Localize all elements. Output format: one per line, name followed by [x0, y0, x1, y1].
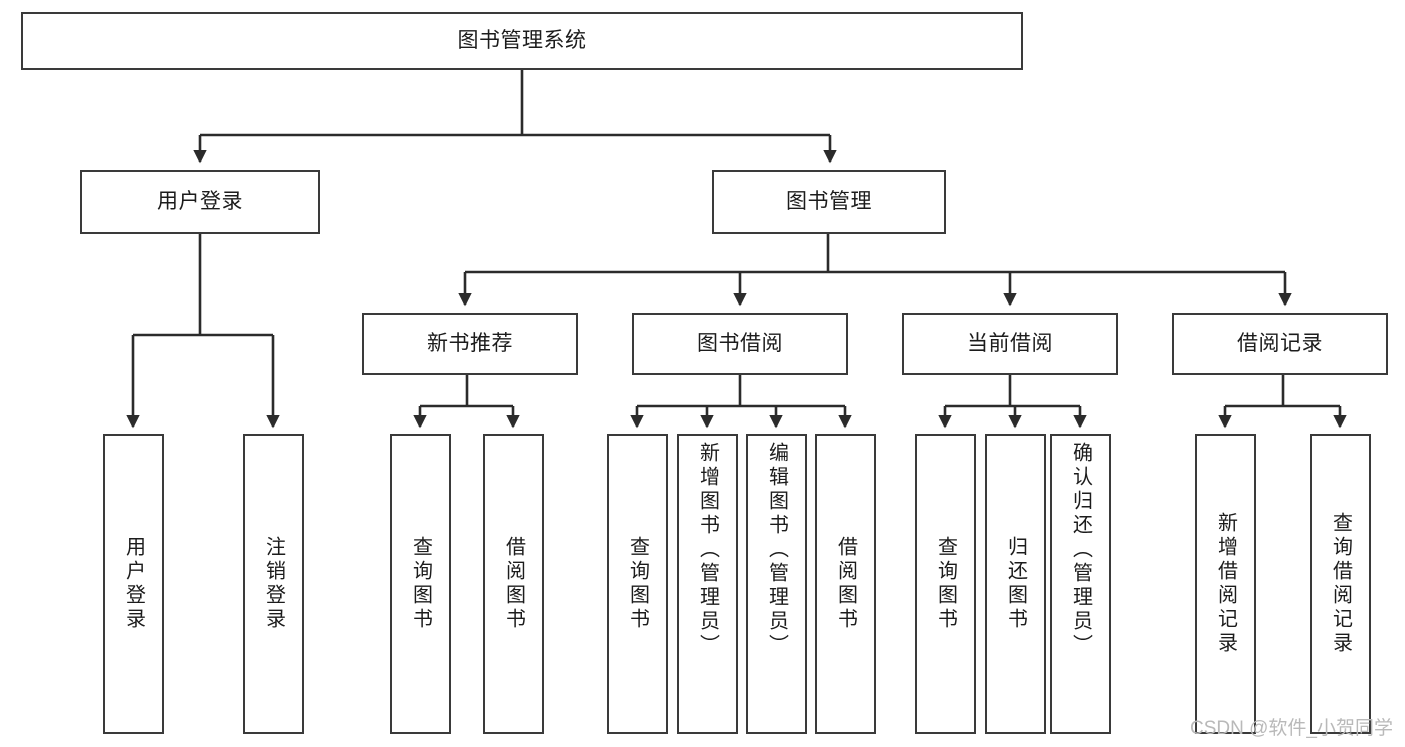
node-label: 查询图书 [626, 536, 649, 632]
node-book-management[interactable]: 图书管理 [712, 170, 946, 234]
node-label: 图书管理系统 [457, 28, 587, 52]
node-label: 查询借阅记录 [1329, 512, 1352, 656]
node-book-borrow[interactable]: 图书借阅 [632, 313, 848, 375]
leaf-current-borrow-query[interactable]: 查询图书 [915, 434, 976, 734]
leaf-user-login-login[interactable]: 用户登录 [103, 434, 164, 734]
node-label: 新书推荐 [427, 331, 513, 355]
node-new-book-recommend[interactable]: 新书推荐 [362, 313, 578, 375]
node-label: 编辑图书（管理员） [765, 442, 788, 658]
leaf-user-login-logout[interactable]: 注销登录 [243, 434, 304, 734]
leaf-borrow-record-query[interactable]: 查询借阅记录 [1310, 434, 1371, 734]
node-current-borrow[interactable]: 当前借阅 [902, 313, 1118, 375]
node-root-system[interactable]: 图书管理系统 [21, 12, 1023, 70]
node-label: 新增图书（管理员） [696, 442, 719, 658]
leaf-borrow-record-add[interactable]: 新增借阅记录 [1195, 434, 1256, 734]
leaf-new-book-query[interactable]: 查询图书 [390, 434, 451, 734]
leaf-book-borrow-borrow[interactable]: 借阅图书 [815, 434, 876, 734]
node-label: 用户登录 [157, 189, 243, 213]
node-label: 当前借阅 [967, 331, 1053, 355]
node-label: 图书借阅 [697, 331, 783, 355]
node-label: 确认归还（管理员） [1069, 442, 1092, 658]
node-borrow-record[interactable]: 借阅记录 [1172, 313, 1388, 375]
node-user-login[interactable]: 用户登录 [80, 170, 320, 234]
node-label: 归还图书 [1004, 536, 1027, 632]
leaf-book-borrow-query[interactable]: 查询图书 [607, 434, 668, 734]
node-label: 查询图书 [409, 536, 432, 632]
node-label: 新增借阅记录 [1214, 512, 1237, 656]
node-label: 图书管理 [786, 189, 872, 213]
node-label: 查询图书 [934, 536, 957, 632]
node-label: 用户登录 [122, 536, 145, 632]
leaf-new-book-borrow[interactable]: 借阅图书 [483, 434, 544, 734]
node-label: 借阅图书 [834, 536, 857, 632]
csdn-watermark: CSDN @软件_小贺同学 [1190, 718, 1393, 739]
leaf-current-borrow-return[interactable]: 归还图书 [985, 434, 1046, 734]
node-label: 借阅图书 [502, 536, 525, 632]
leaf-current-borrow-confirm-return[interactable]: 确认归还（管理员） [1050, 434, 1111, 734]
node-label: 注销登录 [262, 536, 285, 632]
leaf-book-borrow-edit[interactable]: 编辑图书（管理员） [746, 434, 807, 734]
node-label: 借阅记录 [1237, 331, 1323, 355]
leaf-book-borrow-add[interactable]: 新增图书（管理员） [677, 434, 738, 734]
